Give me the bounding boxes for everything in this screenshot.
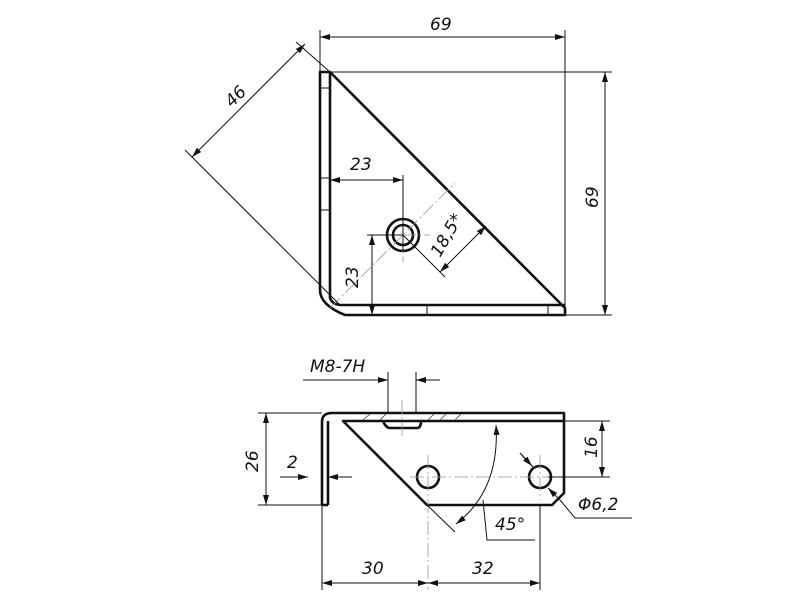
- dim-width-69: 69: [430, 15, 452, 35]
- dim-height-26: 26: [243, 450, 263, 472]
- dim-diagonal-46: 46: [221, 82, 251, 112]
- top-view: 69 69 46 23 23 18,5*: [184, 15, 612, 317]
- dim-hole1-30: 30: [362, 559, 384, 579]
- dim-hole-y-23: 23: [343, 266, 363, 288]
- front-view: M8-7H 26 2 16 Φ6,2 45° 30 32: [243, 357, 632, 590]
- dim-hole-diameter: Φ6,2: [578, 495, 618, 515]
- dim-hole-edge-18-5: 18,5*: [427, 210, 468, 260]
- dim-spacing-32: 32: [472, 559, 494, 579]
- dim-angle-45: 45°: [495, 515, 525, 535]
- bracket-outline-front: [320, 411, 566, 507]
- dim-thickness-2: 2: [287, 453, 298, 473]
- dim-hole-x-23: 23: [350, 155, 372, 175]
- dim-hole-height-16: 16: [582, 436, 602, 458]
- thread-label: M8-7H: [310, 357, 365, 377]
- dim-height-69: 69: [583, 186, 603, 208]
